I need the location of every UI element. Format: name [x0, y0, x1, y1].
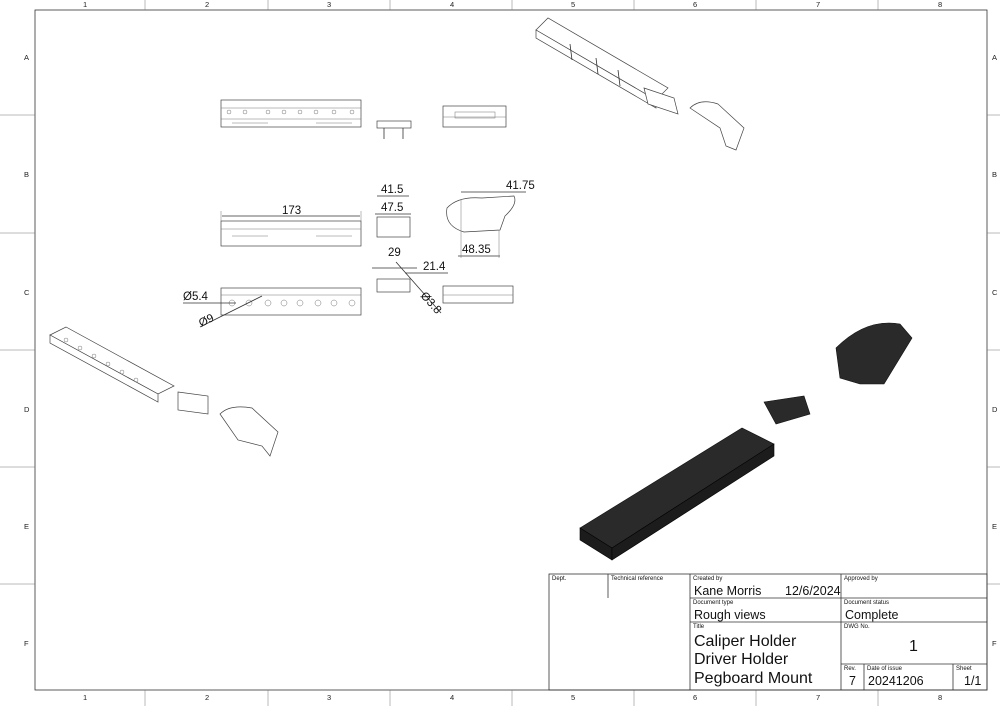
zone-row-right: A: [992, 53, 997, 62]
dim-driver-width: 41.75: [506, 180, 535, 192]
bottom-view-holes: [183, 287, 362, 328]
dwg-no-label: DWG No.: [844, 624, 870, 630]
zone-row-right: C: [992, 288, 998, 297]
end-view-top: [442, 105, 507, 128]
dept-label: Dept.: [552, 576, 567, 582]
doc-status-label: Document status: [844, 600, 890, 606]
peg-detail-view: [372, 261, 448, 314]
doc-status-value: Complete: [845, 608, 899, 622]
dim-peg-diameter: Ø3.8: [418, 290, 444, 317]
front-view-dimensioned: [220, 211, 362, 247]
zone-row-left: A: [24, 53, 29, 62]
title-line-1: Caliper Holder: [694, 633, 797, 650]
zone-col-top: 3: [327, 0, 331, 9]
end-view-bottom: [442, 285, 514, 304]
dim-hole-large: Ø9: [197, 312, 216, 330]
zone-row-left: E: [24, 522, 29, 531]
rendered-pegboard-mount: [579, 322, 913, 561]
date-issue-label: Date of issue: [867, 666, 903, 672]
zone-labels: 1 2 3 4 5 6 7 8 1 2 3 4 5 6 7 8 A B C D …: [24, 0, 998, 702]
zone-col-bottom: 6: [693, 693, 697, 702]
dim-length: 173: [282, 205, 301, 217]
approved-by-label: Approved by: [844, 576, 878, 582]
title-line-3: Pegboard Mount: [694, 670, 813, 687]
title-label: Title: [693, 624, 705, 630]
zone-col-bottom: 1: [83, 693, 87, 702]
dim-width-inner: 47.5: [381, 202, 403, 214]
rev-value: 7: [849, 674, 856, 688]
zone-col-top: 1: [83, 0, 87, 9]
zone-col-bottom: 5: [571, 693, 575, 702]
doc-type-value: Rough views: [694, 608, 766, 622]
side-view-top: [376, 120, 412, 139]
zone-row-left: D: [24, 405, 30, 414]
dim-driver-depth: 48.35: [462, 244, 491, 256]
created-by-value: Kane Morris: [694, 584, 762, 598]
created-date-value: 12/6/2024: [785, 584, 841, 598]
isometric-exploded-left: [49, 326, 279, 457]
dim-peg-offset: 21.4: [423, 261, 446, 273]
zone-row-left: F: [24, 639, 29, 648]
created-by-label: Created by: [693, 576, 723, 582]
tech-ref-label: Technical reference: [611, 576, 664, 582]
doc-type-label: Document type: [693, 600, 734, 606]
title-line-2: Driver Holder: [694, 651, 789, 668]
front-view-top: [220, 99, 362, 128]
zone-col-top: 2: [205, 0, 209, 9]
date-issue-value: 20241206: [868, 674, 924, 688]
zone-row-left: B: [24, 170, 29, 179]
zone-col-top: 4: [450, 0, 454, 9]
sheet-label: Sheet: [956, 666, 972, 672]
driver-holder-top-view: [446, 191, 526, 258]
zone-col-top: 8: [938, 0, 942, 9]
zone-col-bottom: 7: [816, 693, 820, 702]
zone-row-right: D: [992, 405, 998, 414]
zone-row-left: C: [24, 288, 30, 297]
sheet-value: 1/1: [964, 674, 982, 688]
side-view-dimensioned: [375, 195, 411, 238]
zone-col-top: 7: [816, 0, 820, 9]
zone-row-right: E: [992, 522, 997, 531]
dwg-no-value: 1: [909, 638, 918, 655]
dim-peg-spacing: 29: [388, 247, 401, 259]
zone-row-right: F: [992, 639, 997, 648]
dim-hole-small: Ø5.4: [183, 291, 209, 303]
title-block: Dept. Technical reference Created by Kan…: [549, 574, 987, 690]
zone-col-bottom: 3: [327, 693, 331, 702]
rev-label: Rev.: [844, 666, 856, 672]
zone-col-top: 6: [693, 0, 697, 9]
zone-col-top: 5: [571, 0, 575, 9]
title-block-grid: [548, 573, 988, 691]
isometric-exploded-top-right: [535, 17, 745, 151]
zone-col-bottom: 2: [205, 693, 209, 702]
zone-col-bottom: 4: [450, 693, 454, 702]
zone-row-right: B: [992, 170, 997, 179]
zone-col-bottom: 8: [938, 693, 942, 702]
dim-width-outer: 41.5: [381, 184, 403, 196]
